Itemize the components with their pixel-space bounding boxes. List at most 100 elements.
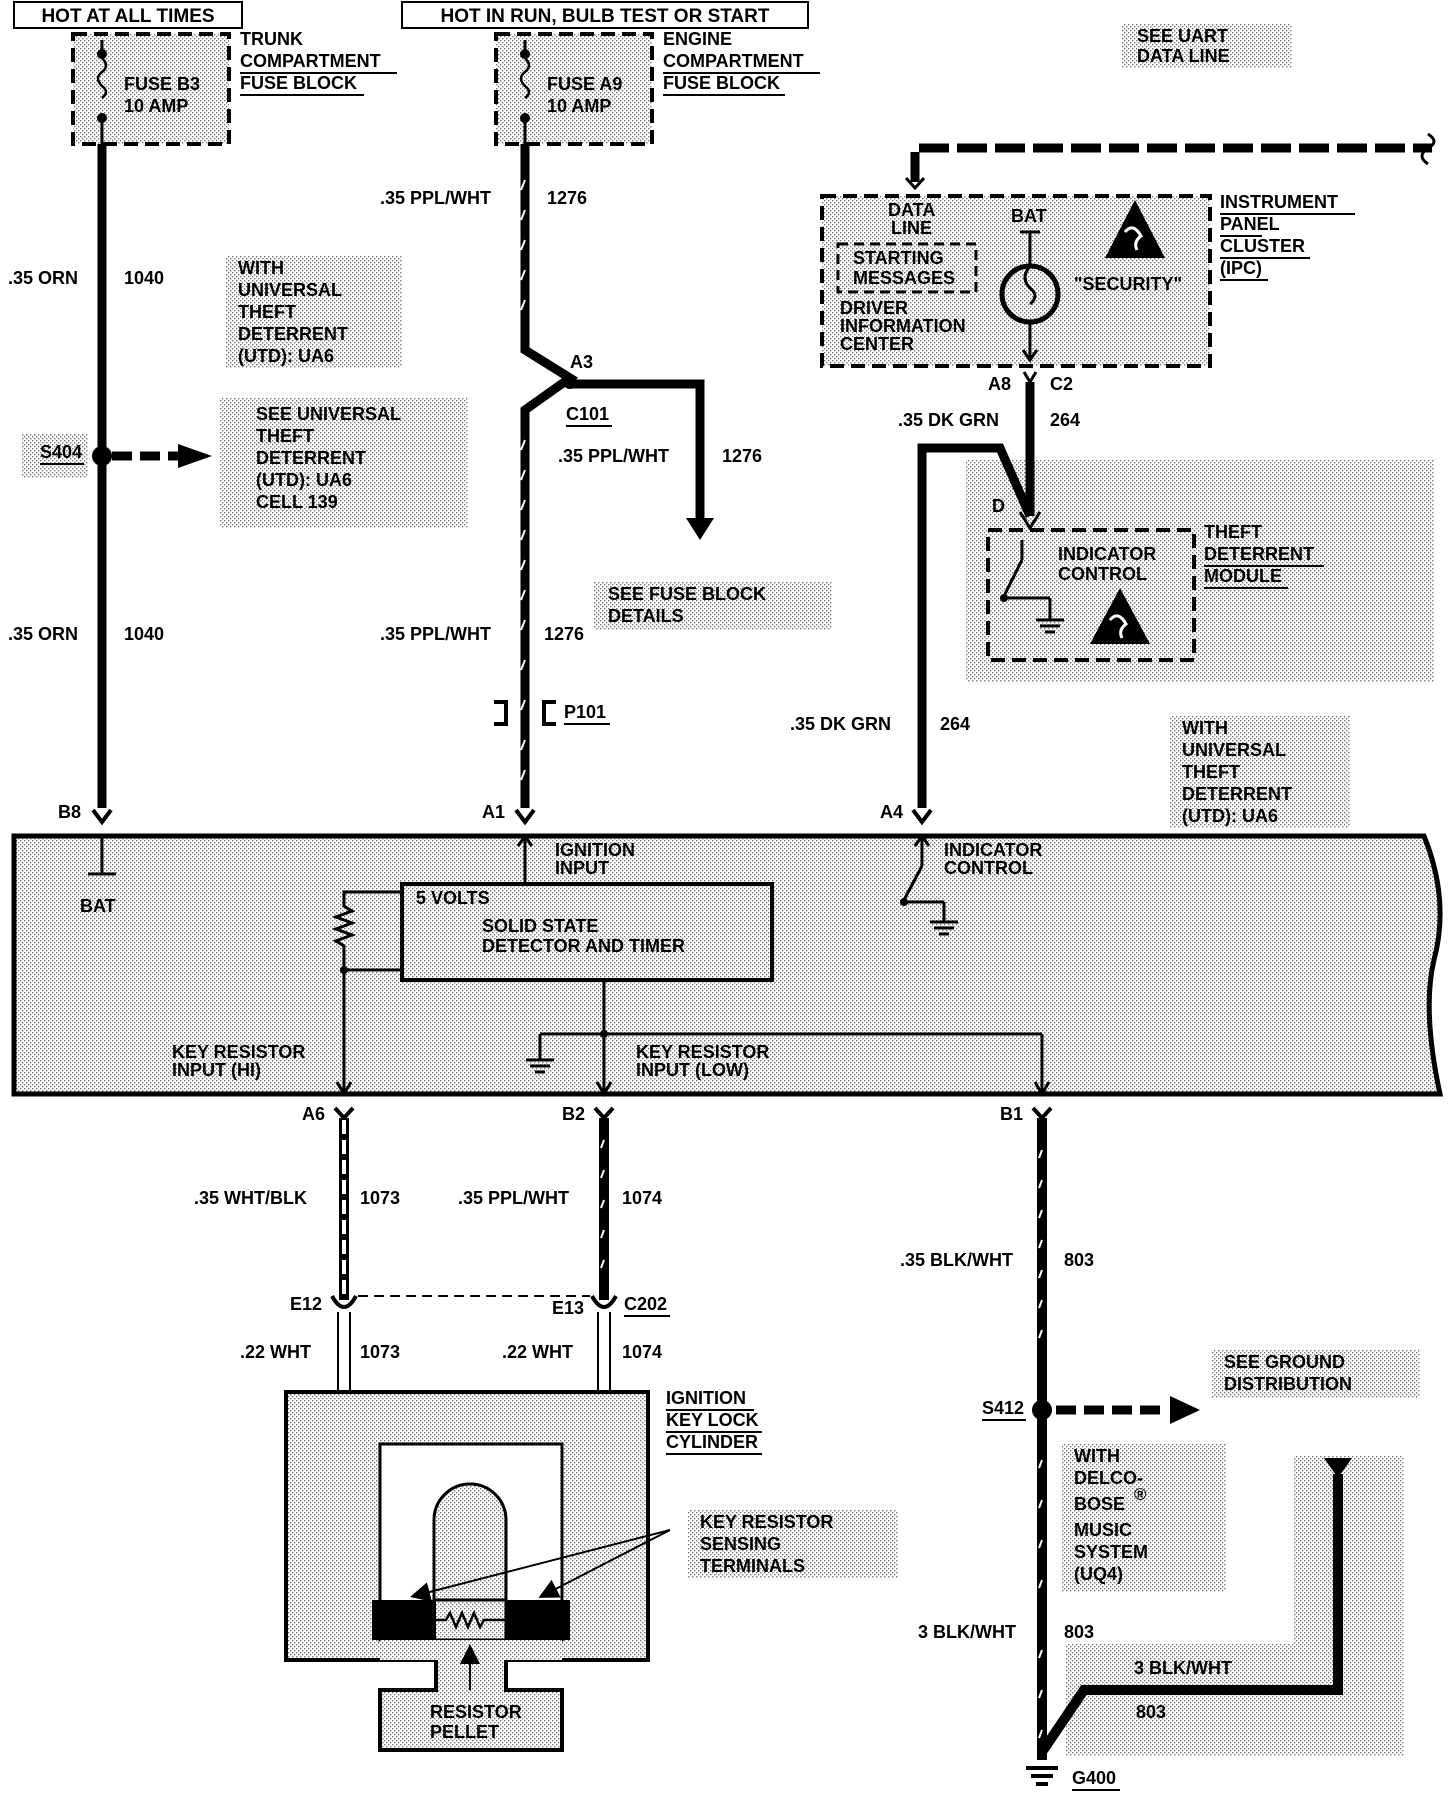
hot-at-all-times-label: HOT AT ALL TIMES <box>41 6 214 27</box>
ipc-title-3: CLUSTER <box>1220 236 1305 256</box>
five-volts: 5 VOLTS <box>416 888 490 908</box>
wire-803-circuit-top: 803 <box>1064 1250 1094 1270</box>
ipc-pin-a8: A8 <box>988 374 1011 394</box>
theft-indicator-1: INDICATOR <box>1058 544 1156 564</box>
ipc-bat: BAT <box>1011 206 1047 226</box>
ground-dist-1: SEE GROUND <box>1224 1352 1345 1372</box>
engine-fuse-block: FUSE A9 10 AMP ENGINE COMPARTMENT FUSE B… <box>494 29 820 146</box>
fuse-a9-label: FUSE A9 <box>547 74 622 94</box>
utd-top-2: UNIVERSAL <box>238 280 342 300</box>
wire-1073-gauge: .35 WHT/BLK <box>194 1188 307 1208</box>
see-utd-1: SEE UNIVERSAL <box>256 404 401 424</box>
trunk-title-1: TRUNK <box>240 29 303 49</box>
utd-top-3: THEFT <box>238 302 296 322</box>
trunk-title-3: FUSE BLOCK <box>240 73 357 93</box>
wire-1073-1074: .35 WHT/BLK 1073 .35 PPL/WHT 1074 E12 E1… <box>194 1106 670 1626</box>
cyl-title-1: IGNITION <box>666 1388 746 1408</box>
sensing-2: SENSING <box>700 1534 781 1554</box>
key-low-2: INPUT (LOW) <box>636 1060 749 1080</box>
wire-1074-lower-circuit: 1074 <box>622 1342 662 1362</box>
utd-top-1: WITH <box>238 258 284 278</box>
key-hi-2: INPUT (HI) <box>172 1060 261 1080</box>
utd-right-3: THEFT <box>1182 762 1240 782</box>
ipc-data-line-1: DATA <box>888 200 935 220</box>
pin-b8: B8 <box>58 802 81 822</box>
pin-b2: B2 <box>562 1104 585 1124</box>
utd-right-1: WITH <box>1182 718 1228 738</box>
ipc-title-2: PANEL <box>1220 214 1280 234</box>
key-lock-cylinder: RESISTOR PELLET IGNITION KEY LOCK CYLIND… <box>284 1388 898 1752</box>
wire-1040: .35 ORN 1040 .35 ORN 1040 <box>8 144 164 808</box>
wire-803-branch: 3 BLK/WHT 803 <box>1037 1456 1404 1756</box>
connector-p101: P101 <box>494 700 610 726</box>
utd-top-5: (UTD): UA6 <box>238 346 334 366</box>
ipc-block: DATA LINE STARTING MESSAGES DRIVER INFOR… <box>820 192 1355 394</box>
wire-1040-circuit-top: 1040 <box>124 268 164 288</box>
sensing-terminal-right <box>506 1600 570 1640</box>
see-utd-5: CELL 139 <box>256 492 338 512</box>
detector-1: SOLID STATE <box>482 916 598 936</box>
wire-1074-lower-gauge: .22 WHT <box>502 1342 573 1362</box>
utd-right-4: DETERRENT <box>1182 784 1292 804</box>
wire-1074-circuit: 1074 <box>622 1188 662 1208</box>
cyl-title-3: CYLINDER <box>666 1432 758 1452</box>
engine-title-3: FUSE BLOCK <box>663 73 780 93</box>
ignition-input-1: IGNITION <box>555 840 635 860</box>
resistor-pellet-icon <box>436 1609 506 1631</box>
pin-a1: A1 <box>482 802 505 822</box>
engine-title-2: COMPARTMENT <box>663 51 804 71</box>
wire-1276: .35 PPL/WHT 1276 .35 PPL/WHT 1276 .35 PP… <box>380 144 762 808</box>
delco-6: (UQ4) <box>1074 1564 1123 1584</box>
wire-1040-gauge-bottom: .35 ORN <box>8 624 78 644</box>
wire-1040-gauge-top: .35 ORN <box>8 268 78 288</box>
fuse-b3-rating: 10 AMP <box>124 96 188 116</box>
wire-1073-lower-gauge: .22 WHT <box>240 1342 311 1362</box>
utd-top-note: WITH UNIVERSAL THEFT DETERRENT (UTD): UA… <box>226 256 402 368</box>
fuse-details-2: DETAILS <box>608 606 684 626</box>
wire-1276-branch-gauge: .35 PPL/WHT <box>558 446 669 466</box>
wire-803-circuit-bottom: 803 <box>1064 1622 1094 1642</box>
hot-in-run-box: HOT IN RUN, BULB TEST OR START <box>401 1 809 29</box>
hot-in-run-label: HOT IN RUN, BULB TEST OR START <box>441 6 770 27</box>
ipc-starting-1: STARTING <box>853 248 944 268</box>
splice-s412: S412 SEE GROUND DISTRIBUTION <box>982 1350 1420 1424</box>
s404-label: S404 <box>40 442 82 462</box>
sensing-3: TERMINALS <box>700 1556 805 1576</box>
g400-label: G400 <box>1072 1768 1116 1788</box>
fuse-a9-rating: 10 AMP <box>547 96 611 116</box>
pellet-2: PELLET <box>430 1722 499 1742</box>
utd-top-4: DETERRENT <box>238 324 348 344</box>
ipc-title-1: INSTRUMENT <box>1220 192 1338 212</box>
ipc-data-line-2: LINE <box>891 218 932 238</box>
wire-1276-gauge-top: .35 PPL/WHT <box>380 188 491 208</box>
wire-1073-circuit: 1073 <box>360 1188 400 1208</box>
pin-b1: B1 <box>1000 1104 1023 1124</box>
wire-264-gauge-top: .35 DK GRN <box>898 410 999 430</box>
utd-right-5: (UTD): UA6 <box>1182 806 1278 826</box>
p101-label: P101 <box>564 702 606 722</box>
uart-note-2: DATA LINE <box>1137 46 1230 66</box>
ipc-security: "SECURITY" <box>1074 274 1182 294</box>
wire-264-gauge-bottom: .35 DK GRN <box>790 714 891 734</box>
key-hi-1: KEY RESISTOR <box>172 1042 305 1062</box>
pin-a4: A4 <box>880 802 903 822</box>
ignition-input-2: INPUT <box>555 858 609 878</box>
ipc-starting-2: MESSAGES <box>853 268 955 288</box>
module-bat: BAT <box>80 896 116 916</box>
cyl-title-2: KEY LOCK <box>666 1410 759 1430</box>
wire-803: .35 BLK/WHT 803 3 BLK/WHT 803 <box>900 1106 1094 1760</box>
ground-dist-2: DISTRIBUTION <box>1224 1374 1352 1394</box>
pellet-1: RESISTOR <box>430 1702 522 1722</box>
theft-title-3: MODULE <box>1204 566 1282 586</box>
theft-title-1: THEFT <box>1204 522 1262 542</box>
wire-803-gauge-top: .35 BLK/WHT <box>900 1250 1013 1270</box>
sensing-terminal-left <box>372 1600 436 1640</box>
theft-module-area: INDICATOR CONTROL THEFT DETERRENT MODULE… <box>966 460 1434 682</box>
delco-4: MUSIC <box>1074 1520 1132 1540</box>
delco-5: SYSTEM <box>1074 1542 1148 1562</box>
delco-reg: ® <box>1134 1485 1147 1504</box>
theft-indicator-2: CONTROL <box>1058 564 1147 584</box>
indicator-control-2: CONTROL <box>944 858 1033 878</box>
delco-note: WITH DELCO- BOSE ® MUSIC SYSTEM (UQ4) <box>1062 1444 1226 1592</box>
